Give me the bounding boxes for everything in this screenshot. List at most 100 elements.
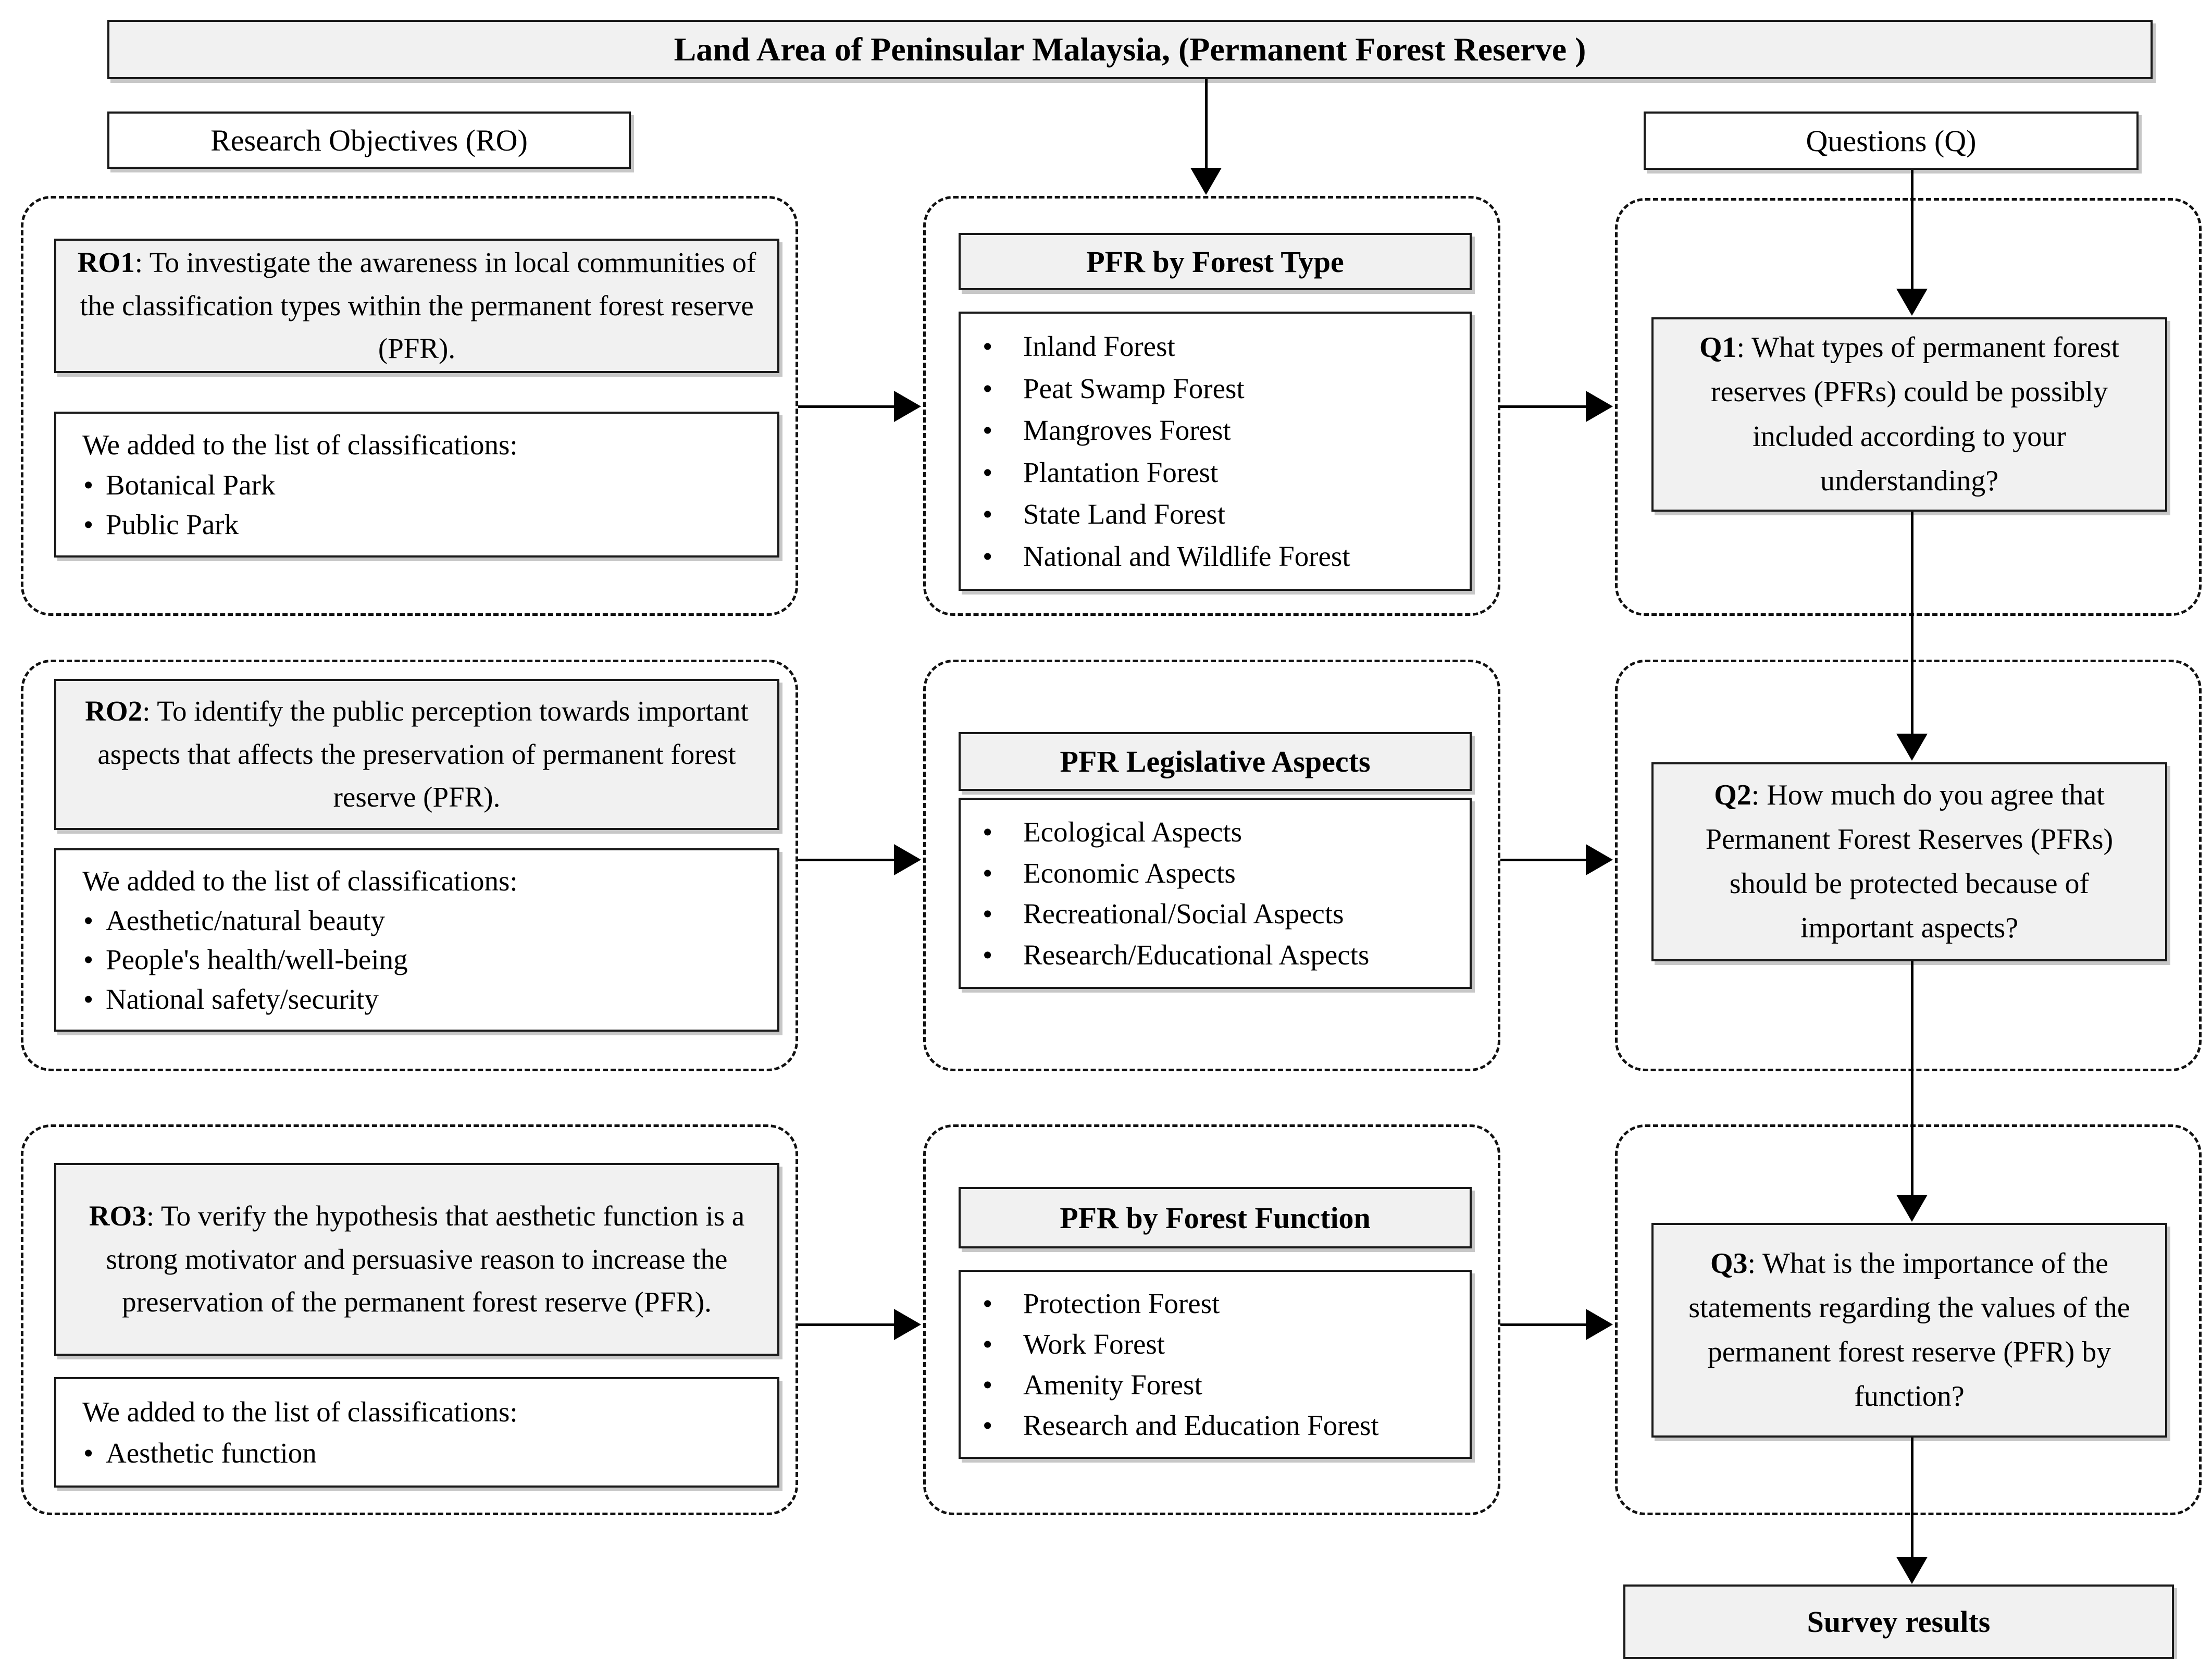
q3-body: : What is the importance of the statemen… — [1688, 1247, 2130, 1413]
q3-label: Q3 — [1710, 1247, 1748, 1280]
forest-type-heading-text: PFR by Forest Type — [1086, 244, 1344, 279]
q1-dashed-container — [1615, 198, 2202, 616]
list-item: •Inland Forest — [961, 330, 1454, 363]
list-item: • Public Park — [56, 508, 762, 541]
list-item-text: National and Wildlife Forest — [1023, 540, 1350, 572]
ro2-additions-intro: We added to the list of classifications: — [82, 864, 518, 897]
q2-box: Q2: How much do you agree that Permanent… — [1651, 762, 2167, 961]
bullet-icon: • — [83, 944, 94, 976]
list-item-text: Plantation Forest — [1023, 456, 1219, 488]
arrow-right-icon — [1586, 1309, 1613, 1340]
bullet-icon: • — [983, 498, 993, 530]
arrow-down-icon — [1896, 289, 1928, 316]
list-item: •Research/Educational Aspects — [961, 938, 1454, 971]
ro1-additions-box: We added to the list of classifications:… — [54, 412, 779, 558]
q1-text: Q1: What types of permanent forest reser… — [1676, 326, 2142, 503]
bullet-icon: • — [83, 1437, 94, 1469]
arrow-right-icon — [894, 391, 921, 422]
arrow-down-icon — [1896, 734, 1928, 761]
arrow-ro1-to-forest-type-line — [798, 405, 895, 408]
list-item-text: Aesthetic function — [106, 1437, 317, 1469]
arrow-right-icon — [894, 1309, 921, 1340]
legislative-heading-text: PFR Legislative Aspects — [1060, 745, 1371, 778]
list-item-text: State Land Forest — [1023, 498, 1225, 530]
arrow-q2-to-q3-line — [1911, 961, 1913, 1196]
survey-results-box: Survey results — [1623, 1584, 2174, 1659]
ro2-objective-box: RO2: To identify the public perception t… — [54, 679, 779, 830]
ro2-additions-box: We added to the list of classifications:… — [54, 848, 779, 1032]
q3-box: Q3: What is the importance of the statem… — [1651, 1223, 2167, 1438]
q2-text: Q2: How much do you agree that Permanent… — [1676, 773, 2142, 950]
bullet-icon: • — [983, 1369, 993, 1401]
ro3-additions-intro: We added to the list of classifications: — [82, 1395, 518, 1428]
ro3-body: : To verify the hypothesis that aestheti… — [106, 1200, 745, 1318]
arrow-q1-to-q2-line — [1911, 512, 1913, 735]
bullet-icon: • — [83, 509, 94, 541]
arrow-title-to-forest-type-line — [1205, 79, 1208, 169]
bullet-icon: • — [983, 414, 993, 447]
q2-dashed-container — [1615, 660, 2202, 1071]
list-item: •Research and Education Forest — [961, 1409, 1454, 1442]
list-item: • Ecological Aspects — [961, 815, 1454, 848]
q1-box: Q1: What types of permanent forest reser… — [1651, 317, 2167, 512]
arrow-down-icon — [1190, 168, 1222, 195]
list-item-text: Ecological Aspects — [1023, 815, 1242, 848]
bullet-icon: • — [983, 330, 993, 363]
arrow-ro2-to-legislative-line — [798, 859, 895, 861]
list-item-text: National safety/security — [106, 983, 379, 1016]
bullet-icon: • — [983, 540, 993, 572]
bullet-icon: • — [983, 857, 993, 889]
forest-function-heading-box: PFR by Forest Function — [959, 1187, 1472, 1248]
bullet-icon: • — [83, 904, 94, 936]
bullet-icon: • — [983, 456, 993, 488]
ro2-objective-text: RO2: To identify the public perception t… — [77, 690, 756, 819]
bullet-icon: • — [983, 815, 993, 848]
bullet-icon: • — [983, 372, 993, 404]
forest-type-list-box: •Inland Forest • Peat Swamp Forest • Mangr… — [959, 312, 1472, 591]
q2-label: Q2 — [1714, 778, 1751, 811]
list-item-text: Protection Forest — [1023, 1287, 1220, 1319]
arrow-legislative-to-q2-line — [1500, 859, 1587, 861]
bullet-icon: • — [83, 468, 94, 501]
ro1-body: : To investigate the awareness in local … — [80, 246, 756, 365]
questions-header-text: Questions (Q) — [1806, 123, 1977, 158]
arrow-questions-to-q1-line — [1911, 170, 1913, 290]
list-item-text: Research and Education Forest — [1023, 1409, 1379, 1441]
list-item-text: Mangroves Forest — [1023, 414, 1231, 447]
ro3-label: RO3 — [89, 1200, 146, 1232]
list-item: •Recreational/Social Aspects — [961, 897, 1454, 930]
ro1-additions-intro: We added to the list of classifications: — [82, 428, 518, 461]
bullet-icon: • — [83, 983, 94, 1016]
bullet-icon: • — [983, 1287, 993, 1319]
list-item-text: Peat Swamp Forest — [1023, 372, 1245, 404]
ro3-additions-box: We added to the list of classifications:… — [54, 1377, 779, 1488]
q3-text: Q3: What is the importance of the statem… — [1676, 1242, 2142, 1419]
ro1-objective-text: RO1: To investigate the awareness in loc… — [77, 241, 756, 370]
arrow-q3-to-survey-line — [1911, 1438, 1913, 1558]
ro3-objective-box: RO3: To verify the hypothesis that aesth… — [54, 1163, 779, 1356]
list-item: • Protection Forest — [961, 1287, 1454, 1320]
legislative-dashed-container — [923, 660, 1500, 1071]
arrow-forest-type-to-q1-line — [1500, 405, 1587, 408]
list-item-text: Recreational/Social Aspects — [1023, 898, 1344, 930]
list-item: •Aesthetic/natural beauty — [56, 904, 762, 937]
list-item: • Amenity Forest — [961, 1368, 1454, 1401]
q1-body: : What types of permanent forest reserve… — [1710, 331, 2120, 497]
arrow-forest-function-to-q3-line — [1500, 1323, 1587, 1326]
q2-body: : How much do you agree that Permanent F… — [1705, 778, 2114, 945]
list-item-text: Amenity Forest — [1023, 1369, 1202, 1401]
ro1-objective-box: RO1: To investigate the awareness in loc… — [54, 239, 779, 373]
diagram-title-text: Land Area of Peninsular Malaysia, (Perma… — [674, 31, 1586, 68]
ro3-dashed-container — [21, 1124, 798, 1515]
list-item-text: Economic Aspects — [1023, 857, 1236, 889]
list-item: • Plantation Forest — [961, 456, 1454, 489]
list-item-text: People's health/well-being — [106, 944, 408, 976]
list-item-text: Public Park — [106, 509, 239, 541]
forest-function-dashed-container — [923, 1124, 1500, 1515]
forest-type-dashed-container — [923, 196, 1500, 616]
legislative-heading-box: PFR Legislative Aspects — [959, 732, 1472, 791]
arrow-right-icon — [894, 844, 921, 875]
list-item: • National and Wildlife Forest — [961, 540, 1454, 573]
list-item: • Aesthetic function — [56, 1437, 762, 1469]
